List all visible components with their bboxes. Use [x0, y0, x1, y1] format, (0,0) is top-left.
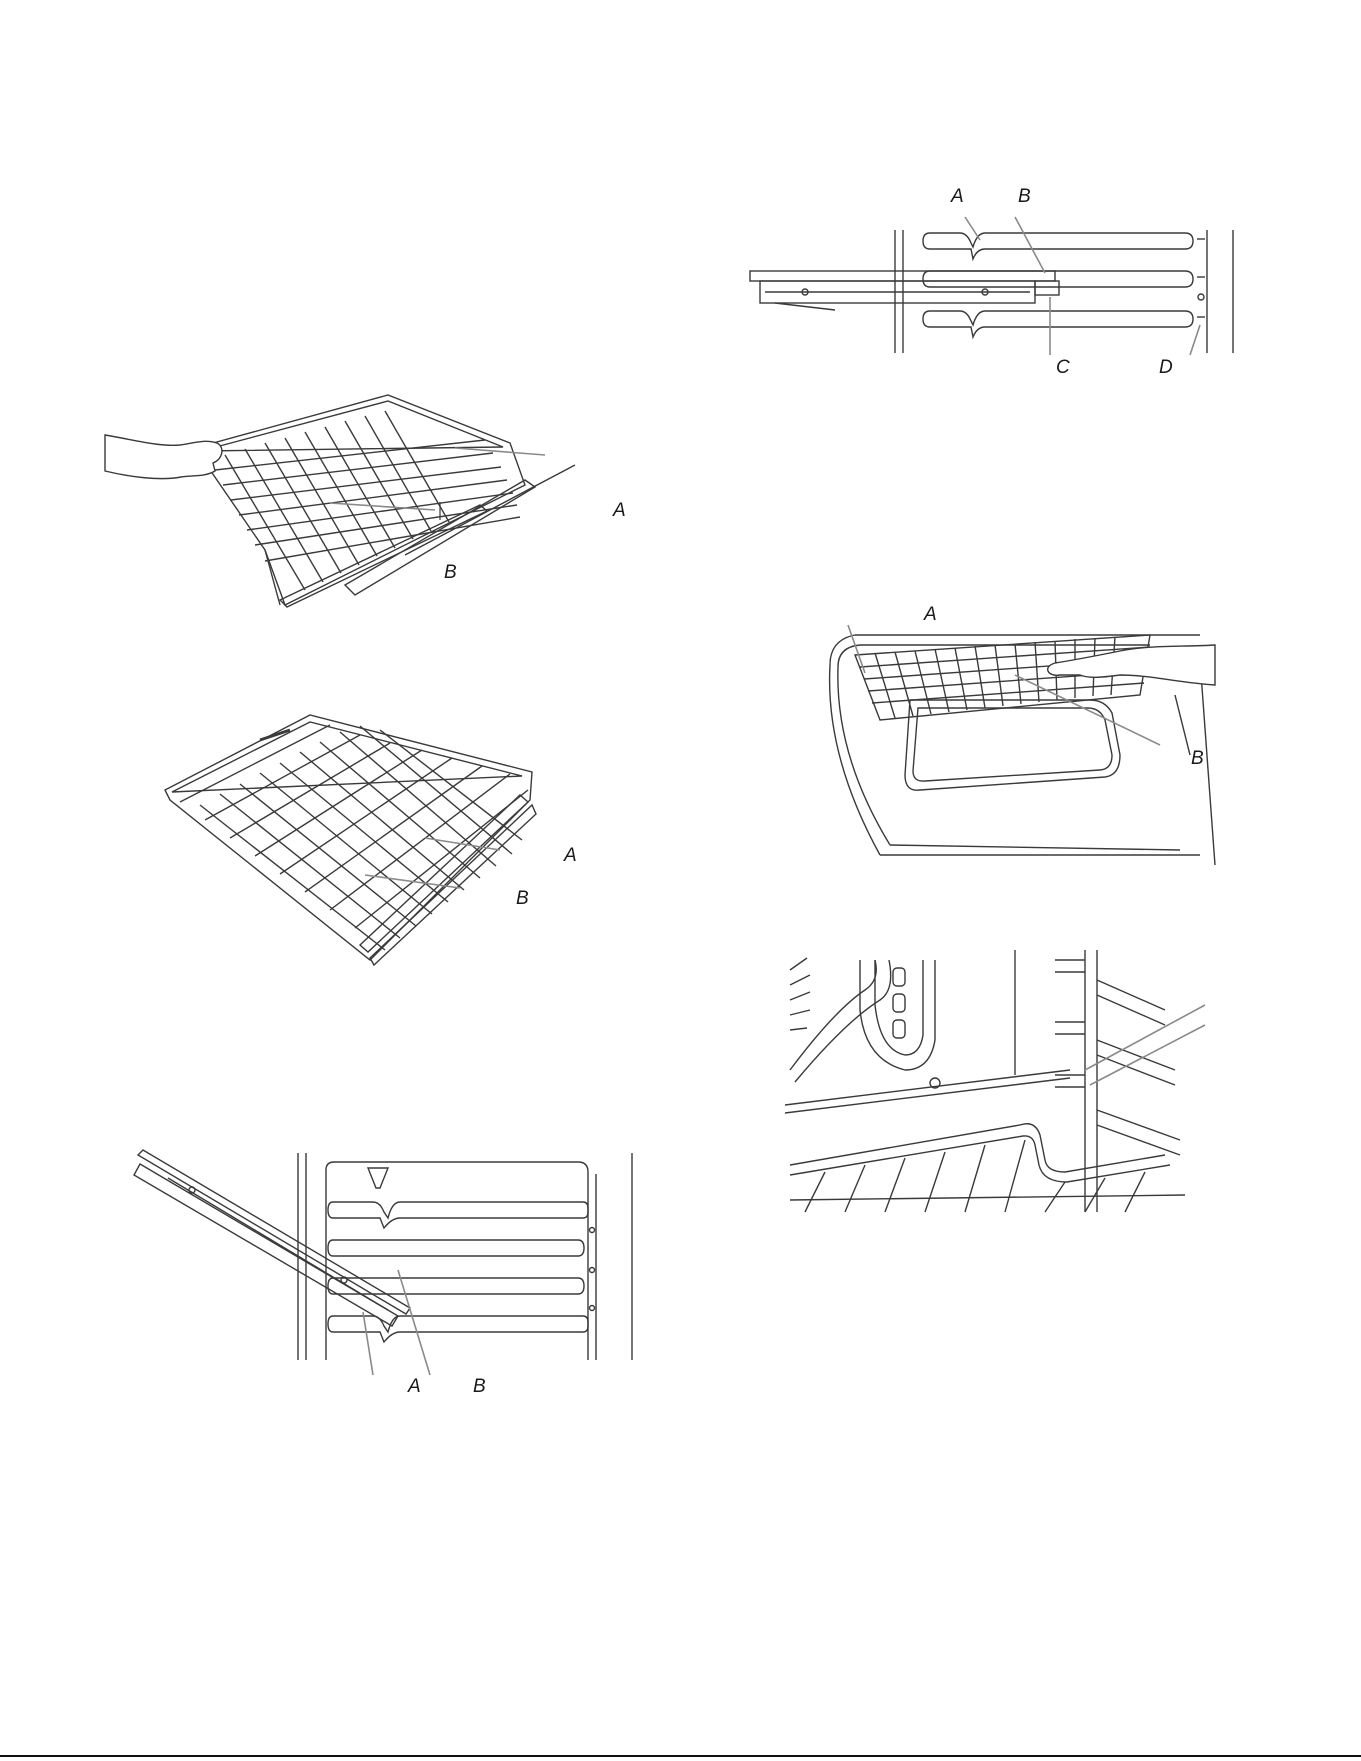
label-a: A	[924, 605, 937, 624]
figure-rack-full: A B	[160, 710, 580, 965]
label-d: D	[1159, 358, 1173, 377]
slide-rail-illustration	[745, 185, 1245, 385]
figure-rack-pull: A B	[105, 385, 645, 610]
rack-full-illustration	[160, 710, 580, 965]
rack-pull-illustration	[105, 385, 645, 610]
label-b: B	[1191, 749, 1204, 768]
label-a: A	[408, 1377, 421, 1396]
label-a: A	[951, 187, 964, 206]
figure-rack-insert: A B	[148, 1150, 638, 1400]
rack-in-oven-illustration	[820, 605, 1215, 865]
rack-insert-illustration	[148, 1150, 638, 1400]
label-a: A	[564, 846, 577, 865]
label-b: B	[1018, 187, 1031, 206]
label-a: A	[613, 501, 626, 520]
label-b: B	[473, 1377, 486, 1396]
oven-interior-illustration	[785, 950, 1205, 1212]
figure-slide-rail: A B C D	[745, 185, 1245, 385]
footer-rule	[0, 1755, 1361, 1757]
label-b: B	[444, 563, 457, 582]
label-c: C	[1056, 358, 1070, 377]
figure-rack-in-oven: A B	[820, 605, 1215, 865]
figure-oven-interior	[785, 950, 1205, 1212]
label-b: B	[516, 889, 529, 908]
